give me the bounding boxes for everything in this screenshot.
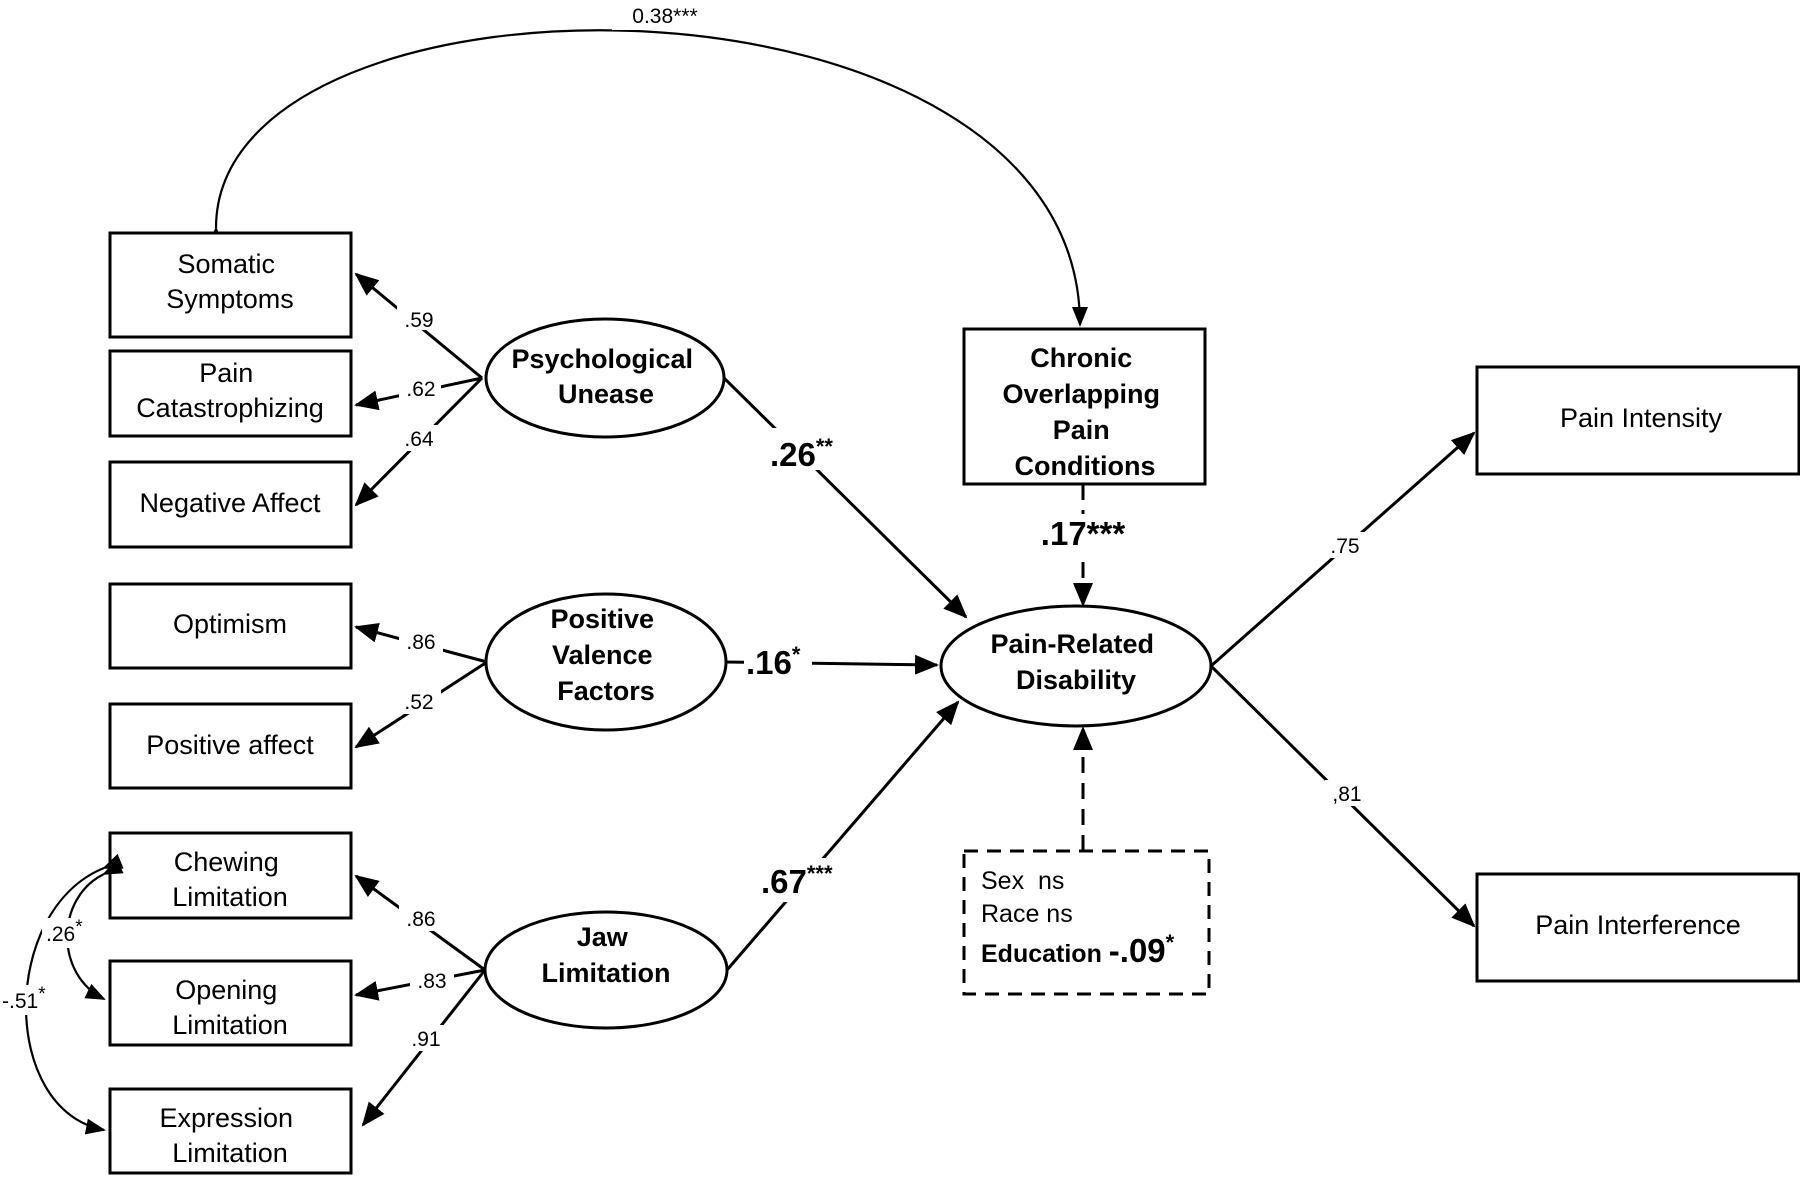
- path-psych-to-disability: [722, 376, 968, 619]
- svg-text:Opening Limitation: Opening Limitation: [172, 975, 288, 1040]
- positive-valence-label-3: Factors: [557, 676, 655, 706]
- opening-limitation-label-1: Opening: [175, 975, 277, 1005]
- loading-label-somatic: .59: [404, 309, 433, 332]
- psychological-unease-label-1: Psychological: [511, 344, 693, 374]
- svg-text:Psychological Unease: Psychological Unease: [511, 344, 700, 409]
- negative-affect-box: [108, 460, 353, 549]
- jaw-limitation-oval: [483, 910, 729, 1030]
- path-jaw-to-disability: [725, 700, 960, 971]
- chewing-limitation-label-1: Chewing: [174, 847, 279, 877]
- loading-label-opening: .83: [417, 970, 446, 993]
- optimism-box: [108, 582, 353, 670]
- pain-related-disability-label-2: Disability: [1016, 665, 1136, 695]
- psychological-unease-label-2: Unease: [558, 379, 654, 409]
- pain-intensity-label: Pain Intensity: [1560, 403, 1723, 433]
- svg-text:Chronic Overlapping Pa: Chronic Overlapping Pain Conditions: [1002, 343, 1167, 481]
- somatic-symptoms-box: [108, 231, 353, 339]
- expression-limitation-label-1: Expression: [159, 1103, 293, 1133]
- path-label-positive: .16*: [746, 642, 801, 681]
- covariance-label-chewing-opening: .26*: [46, 917, 83, 946]
- chronic-label-3: Pain: [1053, 415, 1110, 445]
- moderator-education: Education -.09*: [981, 930, 1175, 969]
- covariance-curve-top: [207, 29, 1088, 327]
- chewing-limitation-label-2: Limitation: [172, 882, 288, 912]
- path-label-chronic: .17***: [1041, 515, 1126, 552]
- opening-limitation-box: [108, 959, 353, 1047]
- somatic-symptoms-label-2: Symptoms: [166, 284, 294, 314]
- positive-valence-label-2: Valence: [552, 640, 653, 670]
- svg-text:Jaw Limitation: Jaw Limitation: [542, 922, 671, 988]
- pain-catastrophizing-box: [108, 349, 353, 438]
- loading-label-negative-affect: .64: [404, 428, 434, 451]
- positive-affect-box: [108, 702, 353, 790]
- psychological-unease-oval: [484, 317, 726, 439]
- expression-limitation-box: [108, 1087, 353, 1175]
- jaw-limitation-label-1: Jaw: [577, 922, 629, 952]
- chronic-label-2: Overlapping: [1002, 379, 1160, 409]
- svg-text:Somatic Symptoms: Somatic Symptoms: [166, 249, 294, 314]
- loading-label-chewing: .86: [406, 908, 435, 931]
- pain-interference-label: Pain Interference: [1535, 910, 1741, 940]
- path-label-psych: .26**: [770, 434, 833, 473]
- opening-limitation-label-2: Limitation: [172, 1010, 288, 1040]
- positive-valence-label-1: Positive: [550, 604, 654, 634]
- optimism-label: Optimism: [173, 609, 287, 639]
- svg-text:Pain-Related Disability: Pain-Related Disability: [990, 629, 1161, 695]
- moderator-race: Race ns: [981, 900, 1073, 928]
- moderator-sex: Sex ns: [981, 867, 1064, 895]
- moderators-box: [962, 849, 1211, 996]
- covariance-label-top: 0.38***: [632, 5, 697, 28]
- loading-label-optimism: .86: [406, 631, 435, 654]
- pain-catastrophizing-label-2: Catastrophizing: [136, 393, 324, 423]
- loading-label-expression: .91: [411, 1028, 440, 1051]
- chronic-overlapping-box: [962, 327, 1207, 486]
- svg-text:Pain Catastrophizing: Pain Catastrophizing: [136, 358, 324, 423]
- expression-limitation-label-2: Limitation: [172, 1138, 288, 1168]
- jaw-limitation-label-2: Limitation: [542, 958, 671, 988]
- pain-catastrophizing-label-1: Pain: [199, 358, 253, 388]
- path-label-jaw: .67***: [761, 861, 833, 900]
- pain-related-disability-label-1: Pain-Related: [990, 629, 1154, 659]
- negative-affect-label: Negative Affect: [139, 488, 321, 518]
- loading-label-catastrophizing: .62: [406, 378, 435, 401]
- loading-label-intensity: .75: [1330, 535, 1359, 558]
- svg-text:Expression Limitation: Expression Limitation: [159, 1103, 300, 1168]
- positive-affect-label: Positive affect: [146, 730, 314, 760]
- pain-intensity-box: [1475, 365, 1800, 476]
- loading-label-positive-affect: .52: [404, 691, 433, 714]
- svg-text:Positive Valence Facto: Positive Valence Factors: [550, 604, 661, 706]
- covariance-label-chewing-expression: -.51*: [2, 984, 46, 1013]
- loading-label-interference: ,81: [1332, 783, 1361, 806]
- chronic-label-1: Chronic: [1030, 343, 1132, 373]
- somatic-symptoms-label-1: Somatic: [177, 249, 275, 279]
- positive-valence-oval: [484, 592, 728, 732]
- svg-text:Chewing Limitation: Chewing Limitation: [172, 847, 288, 912]
- pain-interference-box: [1475, 872, 1800, 983]
- chronic-label-4: Conditions: [1015, 451, 1156, 481]
